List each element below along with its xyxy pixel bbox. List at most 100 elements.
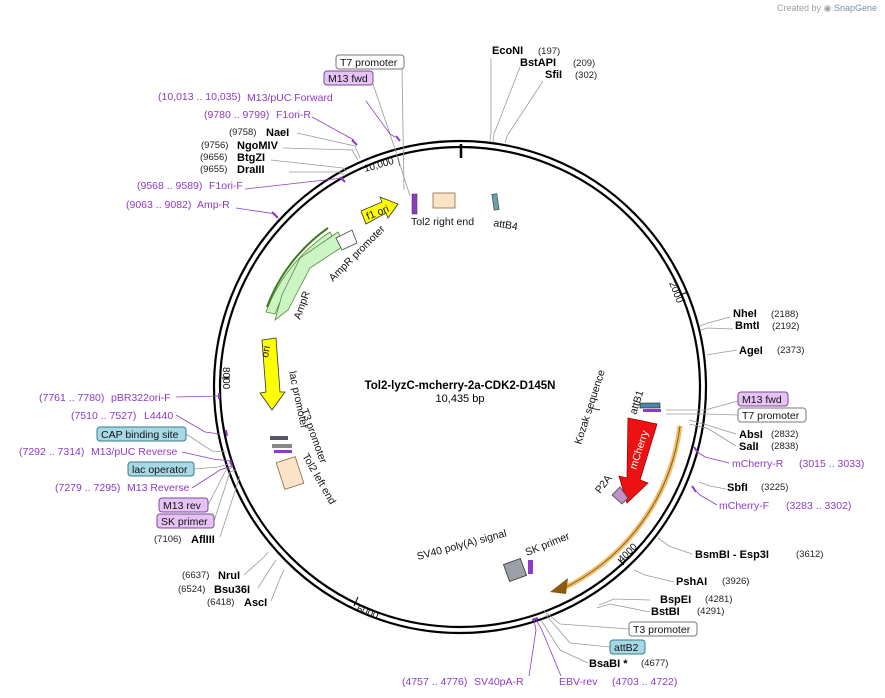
- enzyme-label: AgeI: [739, 345, 763, 357]
- snapgene-credit: Created by ◉ SnapGene: [777, 3, 877, 14]
- enzyme-position: (4291): [697, 606, 724, 617]
- tol2-right-end-label: Tol2 right end: [411, 216, 474, 228]
- m13-rev-label: M13 rev: [163, 500, 202, 512]
- primer-label: F1ori-R: [276, 109, 311, 121]
- mcherry-arrow: [618, 417, 658, 504]
- enzyme-position: (3225): [761, 482, 788, 493]
- ampr-promoter-label: AmpR promoter: [327, 223, 388, 284]
- attb4-label: attB4: [492, 217, 518, 233]
- t3-promoter-bottom-label: T3 promoter: [633, 624, 691, 636]
- enzyme-position: (209): [573, 58, 595, 69]
- kozak-label: Kozak sequence: [572, 368, 607, 446]
- cap-binding-site-label: CAP binding site: [101, 429, 179, 441]
- enzyme-position: (7106): [154, 534, 181, 545]
- f1-ori-arrow: [360, 196, 399, 225]
- primer-range: (7510 .. 7527): [71, 410, 136, 422]
- primer-range: (3283 .. 3302): [786, 500, 851, 512]
- primer-label: F1ori-F: [209, 180, 243, 192]
- enzyme-position: (9656): [200, 152, 227, 163]
- primer-range: (4757 .. 4776): [402, 676, 467, 688]
- primer-range: (7279 .. 7295): [55, 482, 120, 494]
- primer-label: Amp-R: [197, 199, 230, 211]
- enzyme-label: NheI: [733, 308, 757, 320]
- primer-range: (4703 .. 4722): [612, 676, 677, 688]
- primer-range: (7761 .. 7780): [39, 392, 104, 404]
- enzyme-label: NruI: [218, 570, 240, 582]
- snapgene-logo-icon: ◉: [823, 3, 832, 13]
- enzyme-label: Bsu36I: [214, 584, 250, 596]
- sv40-shape: [502, 557, 528, 583]
- enzyme-label: BstAPI: [520, 57, 556, 69]
- tol2-right-end-shape: [432, 192, 456, 209]
- enzyme-position: (9655): [200, 164, 227, 175]
- connector-lines: [175, 58, 739, 677]
- primer-marks: [218, 135, 699, 621]
- primer-range: (9568 .. 9589): [137, 180, 202, 192]
- enzyme-label: AflIII: [191, 534, 215, 546]
- enzyme-position: (9756): [201, 140, 228, 151]
- tick-label: 8000: [220, 367, 231, 390]
- tol2-left-end-shape: [275, 456, 305, 490]
- primer-label: EBV-rev: [559, 676, 598, 688]
- enzyme-position: (3612): [796, 549, 823, 560]
- t7-promoter-right-label: T7 promoter: [742, 410, 800, 422]
- enzyme-position: (6418): [207, 597, 234, 608]
- primer-label: M13/pUC Reverse: [91, 446, 178, 458]
- attb2-label: attB2: [614, 642, 639, 654]
- primer-label: M13/pUC Forward: [247, 92, 333, 104]
- ori-arrow: [259, 337, 286, 411]
- enzyme-label: AbsI: [739, 429, 763, 441]
- enzyme-label: DraIII: [237, 164, 265, 176]
- enzyme-position: (2832): [771, 429, 798, 440]
- tick-label: 6000: [355, 604, 380, 623]
- enzyme-label: NgoMIV: [237, 140, 279, 152]
- plasmid-size: 10,435 bp: [436, 393, 485, 405]
- enzyme-label: BspEI: [660, 594, 691, 606]
- enzyme-label: SbfI: [727, 482, 748, 494]
- enzyme-position: (197): [538, 46, 560, 57]
- primer-range: (3015 .. 3033): [799, 458, 864, 470]
- enzyme-label: BmtI: [735, 320, 759, 332]
- p2a-shape: [611, 486, 629, 505]
- primer-range: (7292 .. 7314): [19, 446, 84, 458]
- backbone: [212, 139, 708, 635]
- ampr-promoter-shape: [335, 229, 358, 251]
- enzyme-position: (4281): [705, 594, 732, 605]
- lac-operator-label: lac operator: [132, 464, 188, 476]
- enzyme-position: (302): [575, 70, 597, 81]
- enzyme-position: (2188): [771, 309, 798, 320]
- enzyme-position: (4677): [641, 658, 668, 669]
- enzyme-label: BtgZI: [237, 152, 265, 164]
- enzyme-position: (6524): [178, 584, 205, 595]
- attb4-shape: [491, 193, 500, 211]
- credit-brand: SnapGene: [833, 3, 877, 13]
- enzyme-label: AscI: [244, 597, 267, 609]
- credit-prefix: Created by: [777, 3, 822, 13]
- primer-range: (10,013 .. 10,035): [158, 91, 241, 103]
- primer-label: pBR322ori-F: [111, 392, 171, 404]
- enzyme-position: (3926): [722, 576, 749, 587]
- enzyme-label: PshAI: [676, 576, 707, 588]
- enzyme-label: NaeI: [266, 127, 289, 139]
- ori-label: ori: [259, 345, 273, 359]
- p2a-label: P2A: [593, 473, 615, 496]
- feature-arrows: [259, 192, 683, 594]
- m13-fwd-top-label: M13 fwd: [328, 73, 368, 85]
- t7-promoter-top-label: T7 promoter: [340, 57, 398, 69]
- primer-label: mCherry-F: [719, 500, 769, 512]
- primer-label: mCherry-R: [732, 458, 784, 470]
- m13-fwd-right-label: M13 fwd: [742, 394, 782, 406]
- enzyme-position: (2192): [772, 321, 799, 332]
- plasmid-name: Tol2-lyzC-mcherry-2a-CDK2-D145N: [365, 380, 556, 392]
- primer-label: M13 Reverse: [127, 482, 190, 494]
- primer-range: (9780 .. 9799): [204, 109, 269, 121]
- enzyme-labels: EcoNI (197) BstAPI (209) SfiI (302) NheI…: [154, 45, 823, 670]
- sk-primer-box-label: SK primer: [161, 516, 208, 528]
- enzyme-label: SalI: [739, 441, 759, 453]
- lac-cluster: [270, 436, 288, 440]
- f1-ori-label: f1 ori: [365, 203, 391, 223]
- enzyme-position: (2373): [777, 345, 804, 356]
- enzyme-label: SfiI: [545, 69, 562, 81]
- enzyme-label: BstBI: [651, 606, 680, 618]
